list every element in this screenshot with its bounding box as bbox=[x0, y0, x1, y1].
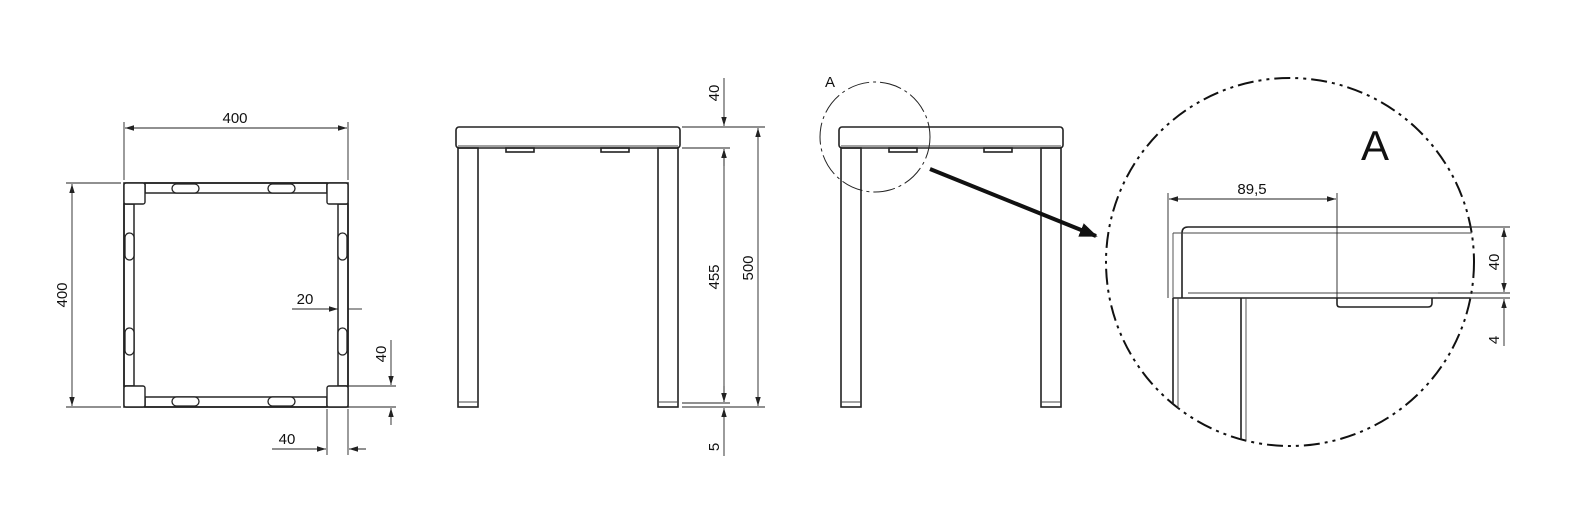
left-leg bbox=[840, 147, 862, 408]
top-thickness-label: 40 bbox=[706, 85, 723, 102]
slot bbox=[124, 327, 135, 356]
clip bbox=[600, 147, 630, 153]
detail-arrow bbox=[929, 167, 1098, 238]
top-view-outer-frame bbox=[123, 182, 349, 408]
side-view: A bbox=[819, 74, 1098, 408]
detail-clip bbox=[1336, 298, 1433, 308]
detail-boundary-circle bbox=[1105, 77, 1475, 447]
left-rail bbox=[123, 203, 135, 387]
foot-width-label: 40 bbox=[279, 431, 296, 448]
seat-top bbox=[455, 126, 681, 149]
frame-height-label: 40 bbox=[1486, 254, 1503, 271]
slot bbox=[337, 327, 348, 356]
leg-height-label: 455 bbox=[706, 264, 723, 289]
gap-label: 4 bbox=[1486, 336, 1503, 344]
right-leg bbox=[1040, 147, 1062, 408]
total-height-label: 500 bbox=[740, 255, 757, 280]
detail-a-view: A 89,5 40 4 bbox=[1105, 77, 1510, 447]
slot bbox=[267, 396, 296, 407]
detail-seat-outline bbox=[1181, 226, 1474, 298]
front-view: 40 455 500 5 bbox=[455, 78, 765, 456]
right-rail bbox=[337, 203, 349, 387]
top-view-inner-frame bbox=[133, 192, 339, 398]
slot bbox=[171, 183, 200, 194]
corner-cap bbox=[123, 385, 146, 408]
corner-cap bbox=[326, 385, 349, 408]
left-leg bbox=[457, 147, 479, 408]
foot-gap-label: 5 bbox=[706, 443, 723, 451]
clip bbox=[505, 147, 535, 153]
corner-cap bbox=[326, 182, 349, 205]
slot bbox=[171, 396, 200, 407]
clip bbox=[888, 147, 918, 153]
inset-label: 20 bbox=[297, 291, 314, 308]
right-leg bbox=[657, 147, 679, 408]
seat-top bbox=[838, 126, 1064, 149]
offset-label: 89,5 bbox=[1237, 181, 1266, 198]
top-height-label: 400 bbox=[54, 282, 71, 307]
slot bbox=[124, 232, 135, 261]
detail-callout-circle bbox=[819, 81, 931, 193]
corner-cap bbox=[123, 182, 146, 205]
detail-title: A bbox=[1361, 122, 1389, 169]
slot bbox=[337, 232, 348, 261]
clip bbox=[983, 147, 1013, 153]
top-view: 400 400 20 40 40 bbox=[54, 110, 396, 455]
foot-height-label: 40 bbox=[373, 346, 390, 363]
top-width-label: 400 bbox=[222, 110, 247, 127]
detail-callout-label: A bbox=[825, 74, 835, 91]
slot bbox=[267, 183, 296, 194]
